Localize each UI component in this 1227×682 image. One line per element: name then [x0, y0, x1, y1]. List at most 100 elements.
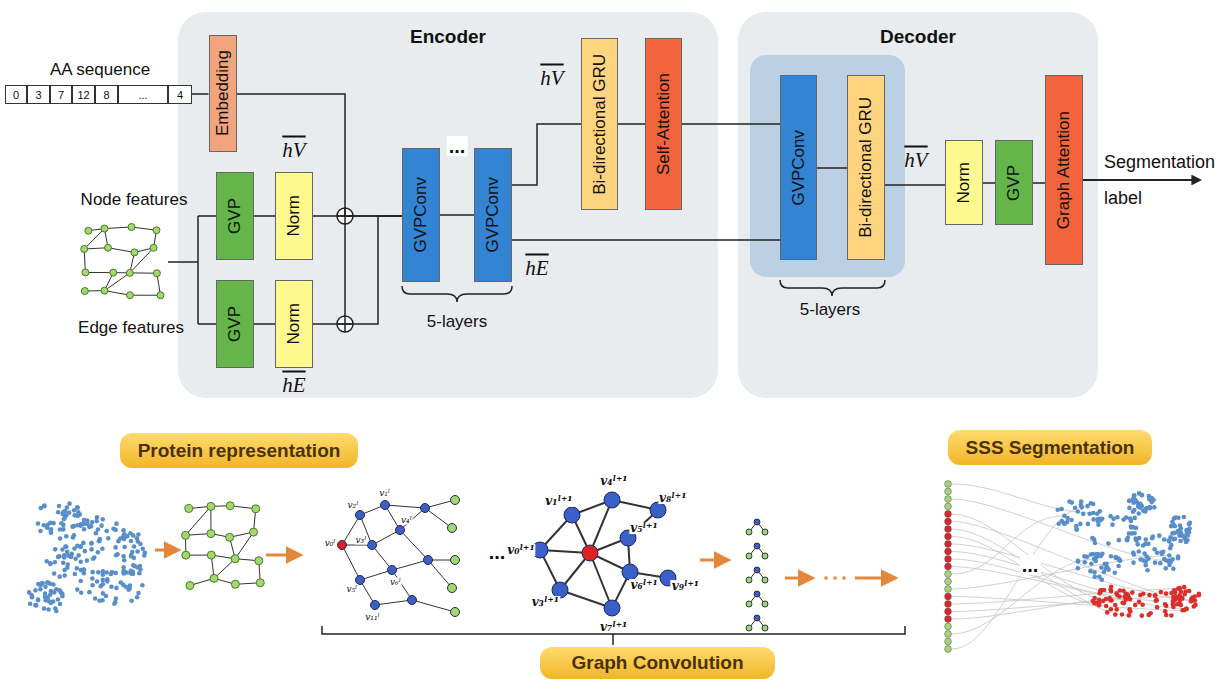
cloud-point: [54, 609, 59, 614]
gru-box: Bi-directional GRU: [581, 38, 618, 210]
cloud-point: [1120, 600, 1125, 605]
cloud-point: [1097, 603, 1102, 608]
cloud-point: [1102, 588, 1107, 593]
cloud-point: [1081, 512, 1086, 517]
cloud-point: [1173, 536, 1178, 541]
cloud-point: [1095, 519, 1100, 524]
cloud-point: [33, 603, 38, 608]
cloud-point: [1164, 558, 1169, 563]
cloud-point: [1182, 515, 1187, 520]
norm-box: Norm: [275, 172, 313, 260]
cloud-point: [73, 572, 78, 577]
vertex-label: v₈ˡ⁺¹: [658, 492, 687, 504]
cloud-point: [1125, 538, 1130, 543]
cloud-point: [1162, 537, 1167, 542]
cloud-point: [1172, 531, 1177, 536]
graph-vertex: [101, 287, 108, 294]
residue-dot: [945, 518, 952, 525]
residue-dot: [945, 503, 952, 510]
cloud-point: [135, 595, 140, 600]
repeat-block: [750, 55, 905, 277]
cloud-point: [1141, 591, 1146, 596]
cloud-point: [1127, 499, 1132, 504]
cloud-point: [70, 524, 75, 529]
graph-vertex: [564, 507, 580, 523]
cloud-point: [1086, 522, 1091, 527]
graph-vertex: [762, 577, 768, 583]
cloud-point: [1104, 604, 1109, 609]
cloud-point: [1176, 596, 1181, 601]
graph-edge: [400, 530, 428, 560]
cloud-point: [90, 520, 95, 525]
graph-vertex: [746, 625, 752, 631]
cloud-point: [1129, 525, 1134, 530]
cloud-point: [1097, 574, 1102, 579]
graph-vertex: [157, 292, 164, 299]
cloud-point: [1132, 552, 1137, 557]
cloud-point: [1133, 603, 1138, 608]
cloud-point: [36, 597, 41, 602]
graph-vertex: [451, 496, 460, 505]
graph-vertex: [338, 541, 347, 550]
graph-vertex: [754, 519, 760, 525]
cloud-point: [72, 546, 77, 551]
connector: [512, 124, 581, 185]
point-cloud: [27, 501, 147, 613]
cloud-point: [87, 590, 92, 595]
sequence-cell: 0: [5, 85, 27, 104]
cloud-point: [1154, 598, 1159, 603]
segment-cloud: [1090, 585, 1201, 618]
cloud-point: [1155, 550, 1160, 555]
residue-dot: [945, 541, 952, 548]
ellipsis: ...: [487, 542, 508, 562]
cloud-point: [1062, 521, 1067, 526]
gvp-box: GVP: [216, 172, 254, 260]
cloud-point: [1112, 570, 1117, 575]
graph-edge: [590, 553, 612, 608]
cloud-point: [65, 565, 70, 570]
residue-dot: [945, 586, 952, 593]
cloud-point: [1131, 560, 1136, 565]
cloud-point: [1197, 592, 1202, 597]
cloud-point: [1171, 599, 1176, 604]
cloud-point: [105, 579, 110, 584]
cloud-point: [1140, 613, 1145, 618]
stage-pill: Protein representation: [120, 433, 359, 468]
graph-vertex: [381, 501, 390, 510]
graph-edge: [425, 508, 452, 528]
norm-box: Norm: [275, 280, 313, 368]
cloud-point: [62, 555, 67, 560]
cloud-point: [113, 545, 118, 550]
cloud-point: [1169, 613, 1174, 618]
cloud-point: [89, 541, 94, 546]
cloud-point: [106, 536, 111, 541]
connector: [512, 239, 780, 241]
graph-vertex: [101, 225, 108, 232]
cloud-point: [1117, 538, 1122, 543]
cloud-point: [40, 581, 45, 586]
cloud-point: [1152, 505, 1157, 510]
segmented-cloud: [1055, 491, 1192, 582]
cloud-point: [118, 580, 123, 585]
cloud-point: [1091, 517, 1096, 522]
cloud-point: [136, 591, 141, 596]
cloud-point: [135, 549, 140, 554]
flow-arrow: [700, 559, 728, 562]
graph-vertex: [104, 244, 111, 251]
cloud-point: [1173, 524, 1178, 529]
cloud-point: [48, 562, 53, 567]
vertex-label: v₀ˡ⁺¹: [506, 544, 535, 556]
graph-vertex: [754, 591, 760, 597]
vertex-label: v₄ˡ: [400, 515, 413, 524]
box-label: GVPConv: [483, 177, 503, 253]
cloud-point: [1142, 551, 1147, 556]
cloud-point: [1164, 613, 1169, 618]
cloud-point: [1115, 515, 1120, 520]
residue-dot: [945, 601, 952, 608]
subgraph-glyph: [746, 567, 768, 583]
cloud-point: [58, 527, 63, 532]
flow-dot: [842, 576, 846, 580]
residue-dot: [945, 608, 952, 615]
graph-vertex: [81, 245, 88, 252]
cloud-point: [1140, 602, 1145, 607]
